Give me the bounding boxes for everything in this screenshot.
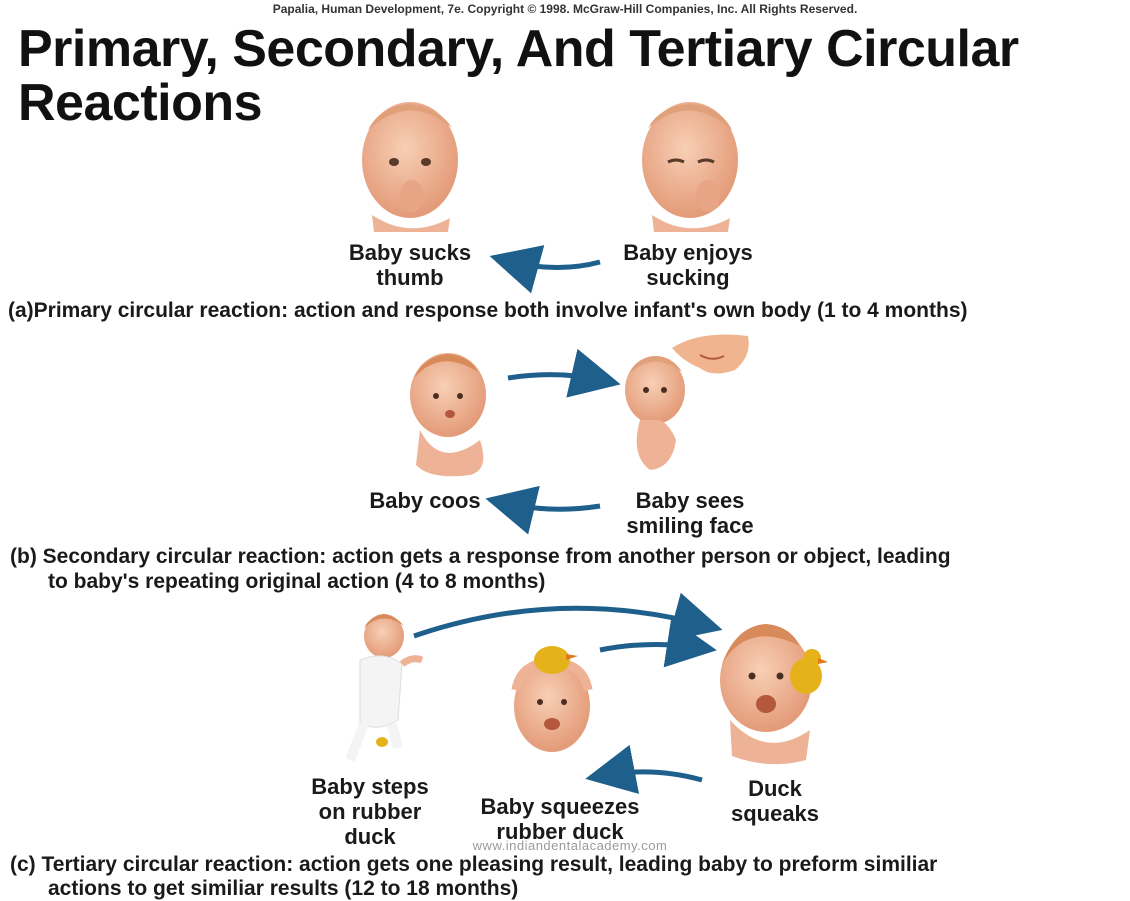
arrow-secondary-top <box>507 348 621 398</box>
baby-with-squeaking-duck <box>720 624 828 765</box>
caption-secondary-line-2: to baby's repeating original action (4 t… <box>48 570 546 593</box>
watermark: www.indiandentalacademy.com <box>472 838 668 853</box>
caption-primary: (a)Primary circular reaction: action and… <box>8 299 968 322</box>
arrow-tertiary-long <box>413 592 723 642</box>
label-duck-squeaks: Duck squeaks <box>730 776 820 826</box>
caption-tertiary-line-2: actions to get similiar results (12 to 1… <box>48 877 519 900</box>
label-baby-coos: Baby coos <box>369 488 481 513</box>
arrow-tertiary-short <box>599 617 717 668</box>
arrow-secondary-bottom <box>485 485 601 535</box>
baby-sees-smiling-face <box>625 356 685 470</box>
label-baby-enjoys-sucking: Baby enjoys sucking <box>623 240 753 290</box>
arrow-primary <box>489 245 601 294</box>
baby-squeezing-duck <box>511 646 593 752</box>
baby-sucking-thumb-left <box>362 102 458 232</box>
page-title: Primary, Secondary, And Tertiary Circula… <box>18 22 1118 130</box>
label-baby-sucks-thumb: Baby sucks thumb <box>348 240 472 290</box>
label-baby-squeezes-duck: Baby squeezes rubber duck <box>480 794 640 844</box>
caption-secondary-line-1: (b) Secondary circular reaction: action … <box>10 545 951 568</box>
title-line-1: Primary, Secondary, And Tertiary Circula… <box>18 20 1019 78</box>
caption-tertiary-line-1: (c) Tertiary circular reaction: action g… <box>10 853 938 876</box>
title-line-2: Reactions <box>18 74 263 132</box>
label-baby-sees-smiling-face: Baby sees smiling face <box>626 488 754 538</box>
label-baby-steps-on-duck: Baby steps on rubber duck <box>311 774 429 849</box>
baby-stepping-on-duck <box>345 614 424 762</box>
arrow-tertiary-bottom <box>585 744 703 794</box>
baby-enjoys-sucking-right <box>642 102 738 232</box>
adult-smiling-face <box>672 334 749 374</box>
copyright-line: Papalia, Human Development, 7e. Copyrigh… <box>272 2 858 16</box>
baby-cooing <box>410 353 486 477</box>
